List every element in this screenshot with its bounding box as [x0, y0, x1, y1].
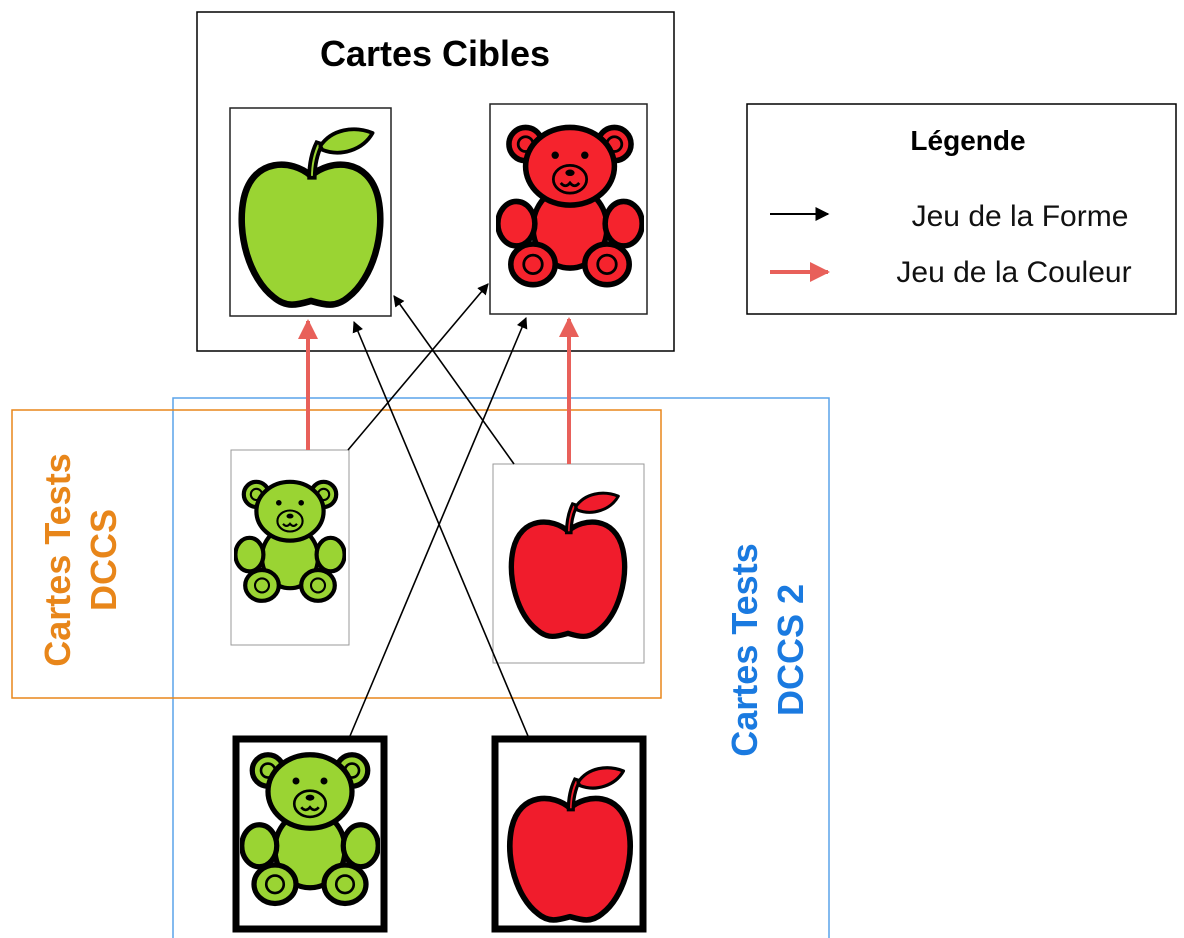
target-cards-box — [196, 11, 675, 352]
dccs2-card-green-bear — [232, 735, 388, 933]
target-card-green-apple — [229, 107, 392, 317]
dccs-label-line1: Cartes Tests — [37, 453, 78, 666]
dccs-label: Cartes Tests DCCS — [37, 453, 124, 666]
bear-icon — [498, 127, 642, 284]
target-card-red-bear — [489, 103, 648, 315]
bear-icon — [242, 755, 379, 904]
legend-box — [746, 103, 1177, 315]
dccs2-card-red-apple — [491, 735, 647, 933]
dccs-card-red-apple — [492, 463, 645, 664]
dccs-label-line2: DCCS — [83, 509, 124, 611]
dccs2-label-line1: Cartes Tests — [724, 543, 765, 756]
shape-arrow-dccs2-bear-to-bear — [349, 316, 528, 737]
legend-title: Légende — [910, 125, 1025, 156]
legend-shape-label: Jeu de la Forme — [912, 200, 1129, 233]
legend-color-label: Jeu de la Couleur — [896, 256, 1131, 289]
dccs2-box — [172, 397, 830, 938]
bear-icon — [235, 482, 344, 601]
dccs-card-green-bear — [230, 449, 350, 646]
dccs-box — [11, 409, 662, 699]
shape-arrow-bear-to-bear — [347, 283, 489, 451]
dccs2-label-line2: DCCS 2 — [770, 584, 811, 716]
shape-arrow-apple-to-apple — [393, 295, 515, 465]
shape-arrow-dccs2-apple-to-apple — [352, 320, 529, 737]
dccs2-label: Cartes Tests DCCS 2 — [724, 543, 811, 756]
target-cards-title: Cartes Cibles — [320, 33, 550, 74]
